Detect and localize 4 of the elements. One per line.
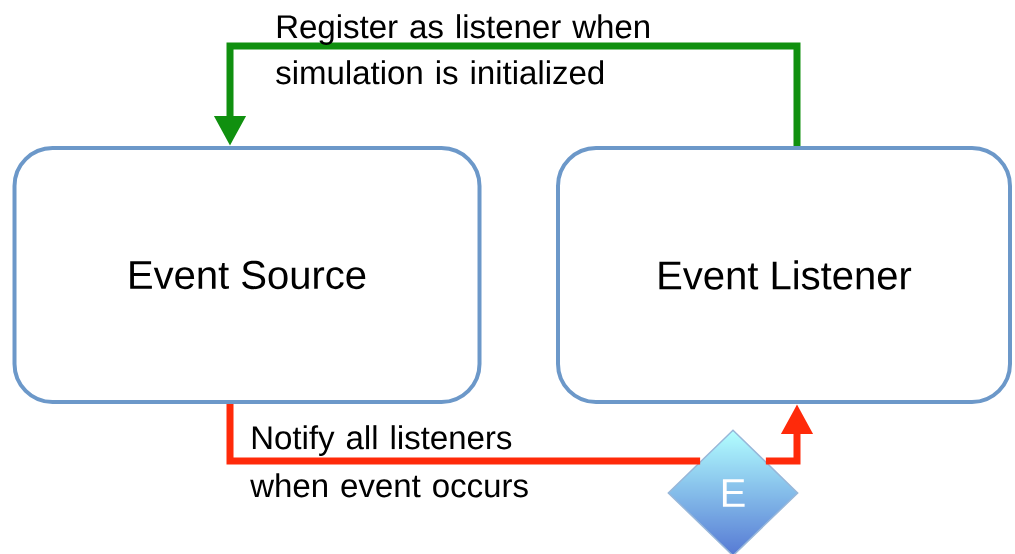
edge-label: Notify all listeners when event occurs [250,425,528,498]
process-box: Event Listener [556,146,1012,404]
process-box: Event Source [12,146,482,404]
edge-label: Register as listener when simulation is initialized [276,14,649,85]
